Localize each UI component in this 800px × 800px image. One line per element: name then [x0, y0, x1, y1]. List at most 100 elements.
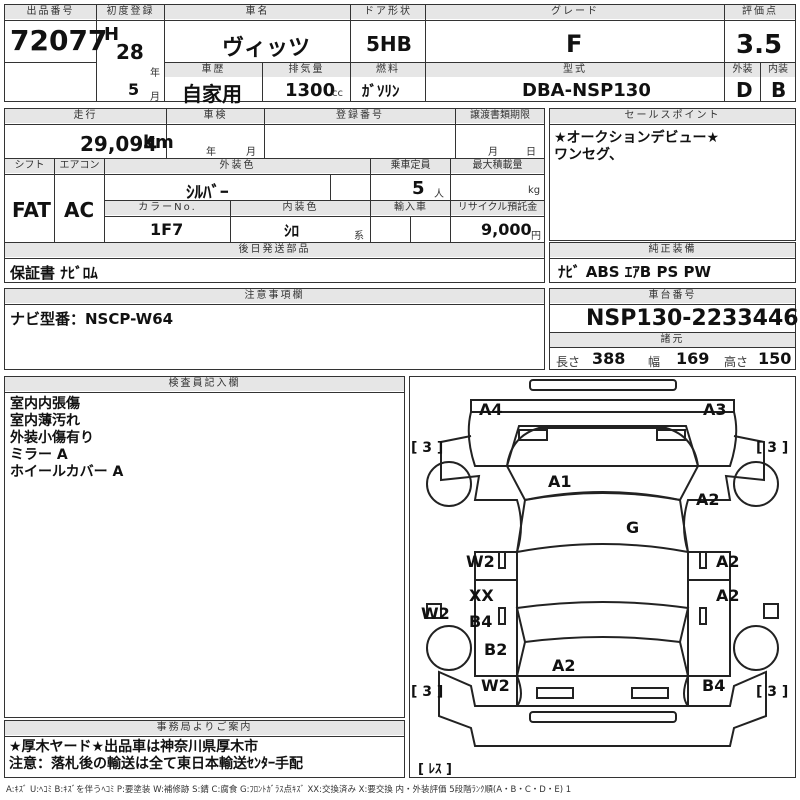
import-header: 輸入車: [371, 201, 450, 215]
max-load-header: 最大積載量: [451, 159, 544, 173]
tire-front-left-score: [ 3 ]: [411, 440, 444, 456]
color-no-header: カラーNo.: [105, 201, 230, 215]
ext-color-header: 外装色: [105, 159, 370, 173]
displacement: 1300: [285, 80, 336, 101]
door-header: ドア形状: [351, 5, 425, 19]
inspector-note: ホイールカバー A: [10, 464, 124, 480]
damage-mark-w2-left: W2: [466, 552, 495, 571]
office-notice-header: 事務局よりご案内: [5, 721, 404, 735]
shift: FAT: [12, 198, 51, 222]
inspector-note: 室内内張傷: [10, 396, 80, 412]
damage-mark-w2-far-left: W2: [421, 604, 450, 623]
exterior-header: 外装: [725, 63, 760, 77]
int-color-unit: 系: [354, 231, 364, 242]
length-value: 388: [592, 349, 626, 368]
damage-mark-a1: A1: [548, 472, 572, 491]
genuine-equipment: ﾅﾋﾞ ABS ｴｱB PS PW: [558, 263, 712, 281]
score-header: 評価点: [725, 5, 795, 19]
mileage: 29,094: [80, 132, 158, 156]
registration-header: 登録番号: [265, 109, 455, 123]
score: 3.5: [736, 30, 783, 60]
sales-point-list: ★オークションデビュー★ ワンセグ、: [554, 130, 719, 164]
damage-mark-a2-front-right: A2: [696, 490, 720, 509]
mileage-header: 走行: [5, 109, 166, 123]
mileage-unit: km: [143, 132, 174, 153]
recycle-header: リサイクル預託金: [451, 201, 544, 215]
damage-mark-w2-rear: W2: [481, 676, 510, 695]
transfer-month-unit: 月: [488, 147, 498, 158]
damage-mark-xx: XX: [469, 586, 494, 605]
capacity: 5: [412, 178, 425, 199]
damage-mark-a4: A4: [479, 400, 503, 419]
recycle-unit: 円: [531, 231, 541, 242]
tire-rear-right-score: [ 3 ]: [756, 684, 789, 700]
reg-year: 28: [116, 40, 144, 64]
inspector-note: 室内薄汚れ: [10, 413, 80, 429]
fuel-header: 燃料: [351, 63, 425, 77]
displacement-unit: cc: [332, 88, 343, 99]
history: 自家用: [182, 82, 242, 106]
damage-mark-a2-right-mid2: A2: [716, 586, 740, 605]
width-label: 幅: [648, 355, 661, 369]
tire-front-right-score: [ 3 ]: [756, 440, 789, 456]
sales-point-item: ワンセグ、: [554, 147, 624, 163]
height-value: 150: [758, 349, 792, 368]
lot-number-header: 出品番号: [5, 5, 96, 19]
inspector-note: ミラー A: [10, 447, 68, 463]
color-no: 1F7: [150, 220, 184, 239]
damage-mark-b4-right: B4: [702, 676, 726, 695]
car-outline-svg: [426, 379, 779, 747]
damage-mark-a2-right-mid: A2: [716, 552, 740, 571]
tire-rear-left-score: [ 3 ]: [411, 684, 444, 700]
max-load-unit: kg: [528, 185, 541, 196]
shift-header: シフト: [5, 159, 54, 173]
notes: ナビ型番：NSCP-W64: [10, 310, 174, 328]
genuine-equipment-header: 純正装備: [550, 243, 795, 257]
grade-header: グレード: [426, 5, 724, 19]
displacement-header: 排気量: [263, 63, 350, 77]
recycle: 9,000: [481, 220, 532, 239]
damage-mark-b2: B2: [484, 640, 508, 659]
sales-point-header: セールスポイント: [550, 109, 795, 123]
sales-point-block: [549, 108, 796, 241]
month-unit: 月: [150, 92, 160, 103]
chassis-no: NSP130-2233446: [586, 306, 799, 331]
notes-header: 注意事項欄: [5, 289, 544, 303]
office-notice-list: ★厚木ヤード★出品車は神奈川県厚木市 注意：落札後の輸送は全て東日本輸送ｾﾝﾀｰ…: [9, 739, 303, 773]
length-label: 長さ: [556, 355, 581, 369]
era-letter: H: [104, 24, 120, 45]
capacity-header: 乗車定員: [371, 159, 450, 173]
model-header: 型式: [426, 63, 724, 77]
model: DBA-NSP130: [522, 80, 651, 101]
ext-color: ｼﾙﾊﾞｰ: [186, 183, 229, 203]
transfer-deadline-header: 譲渡書類期限: [456, 109, 544, 123]
exterior-grade: D: [736, 78, 753, 102]
chassis-no-header: 車台番号: [550, 289, 795, 303]
car-name: ヴィッツ: [222, 36, 311, 61]
capacity-unit: 人: [434, 189, 444, 200]
inspection-month-unit: 月: [246, 147, 256, 158]
inspector-note: 外装小傷有り: [10, 430, 94, 446]
damage-mark-a2-rear: A2: [552, 656, 576, 675]
aircon-header: エアコン: [55, 159, 104, 173]
width-value: 169: [676, 349, 710, 368]
interior-header: 内装: [761, 63, 795, 77]
sales-point-item: ★オークションデビュー★: [554, 130, 720, 146]
transfer-day-unit: 日: [526, 147, 536, 158]
lot-number: 72077: [10, 24, 108, 57]
grade: F: [566, 30, 583, 58]
damage-mark-b4-left: B4: [469, 612, 493, 631]
later-parts: 保証書 ﾅﾋﾞﾛﾑ: [10, 264, 98, 282]
door-type: 5HB: [366, 32, 412, 56]
aircon: AC: [64, 198, 95, 222]
first-reg-header: 初度登録: [97, 5, 164, 19]
history-header: 車歴: [165, 63, 262, 77]
interior-grade: B: [771, 78, 787, 102]
reg-month: 5: [128, 80, 140, 99]
later-parts-header: 後日発送部品: [5, 243, 544, 257]
office-notice-line: ★厚木ヤード★出品車は神奈川県厚木市: [9, 739, 259, 755]
damage-mark-g: G: [626, 518, 640, 537]
spare-tire: [ ﾚｽ ]: [418, 762, 452, 777]
specs-header: 諸元: [550, 333, 795, 347]
office-notice-line: 注意：落札後の輸送は全て東日本輸送ｾﾝﾀｰ手配: [9, 756, 303, 772]
